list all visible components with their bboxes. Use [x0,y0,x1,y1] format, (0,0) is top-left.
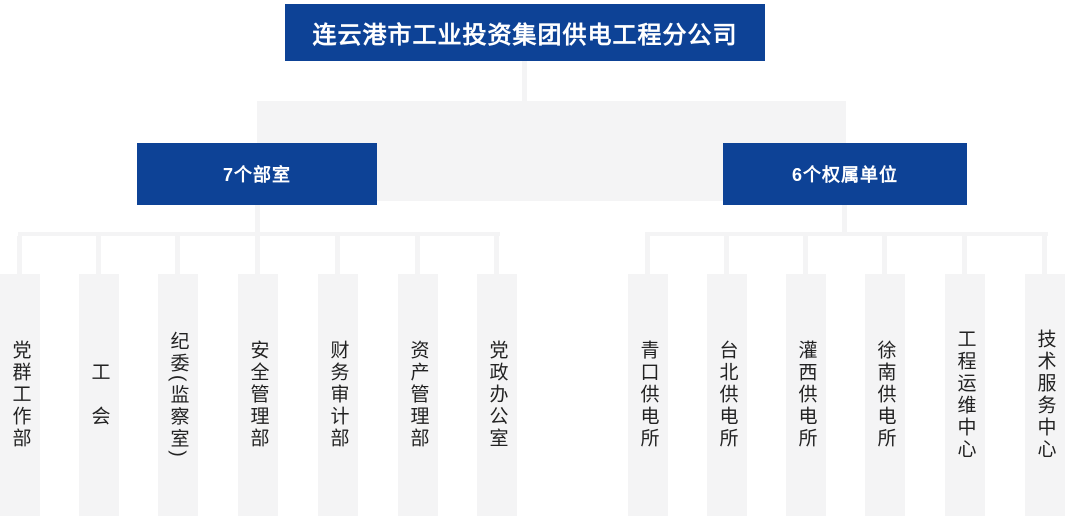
connector-subsidiaries-stub [842,205,847,236]
department-node: 纪委(监察室) [158,236,198,516]
connector-departments-stub [255,205,260,236]
subsidiaries-branch-node: 6个权属单位 [723,143,967,205]
department-label: 安全管理部 [247,340,269,450]
department-node: 工 会 [79,236,119,516]
connector-departments-hline [18,232,500,236]
subsidiary-label: 台北供电所 [716,340,738,450]
department-label: 纪委(监察室) [167,330,189,460]
org-root-label: 连云港市工业投资集团供电工程分公司 [312,22,738,49]
subsidiary-node: 青口供电所 [628,236,668,516]
department-node: 党群工作部 [0,236,40,516]
department-node: 安全管理部 [238,236,278,516]
subsidiary-label: 灌西供电所 [795,340,817,450]
connector-subsidiaries-hline [645,232,1048,236]
department-label: 工 会 [88,362,110,428]
department-label: 党群工作部 [9,340,31,450]
department-label: 财务审计部 [327,340,349,450]
org-root-node: 连云港市工业投资集团供电工程分公司 [285,4,765,61]
subsidiary-node: 工程运维中心 [945,236,985,516]
connector-root-stub [522,61,527,101]
subsidiary-node: 徐南供电所 [865,236,905,516]
departments-branch-label: 7个部室 [222,165,291,185]
subsidiaries-branch-label: 6个权属单位 [791,165,898,185]
subsidiary-label: 青口供电所 [637,340,659,450]
departments-branch-node: 7个部室 [137,143,377,205]
subsidiary-node: 台北供电所 [707,236,747,516]
department-node: 财务审计部 [318,236,358,516]
department-label: 资产管理部 [407,340,429,450]
subsidiary-label: 徐南供电所 [874,340,896,450]
subsidiary-label: 技术服务中心 [1034,329,1056,461]
subsidiary-node: 技术服务中心 [1025,236,1065,516]
department-label: 党政办公室 [486,340,508,450]
department-node: 资产管理部 [398,236,438,516]
department-node: 党政办公室 [477,236,517,516]
subsidiary-node: 灌西供电所 [786,236,826,516]
subsidiary-label: 工程运维中心 [954,329,976,461]
